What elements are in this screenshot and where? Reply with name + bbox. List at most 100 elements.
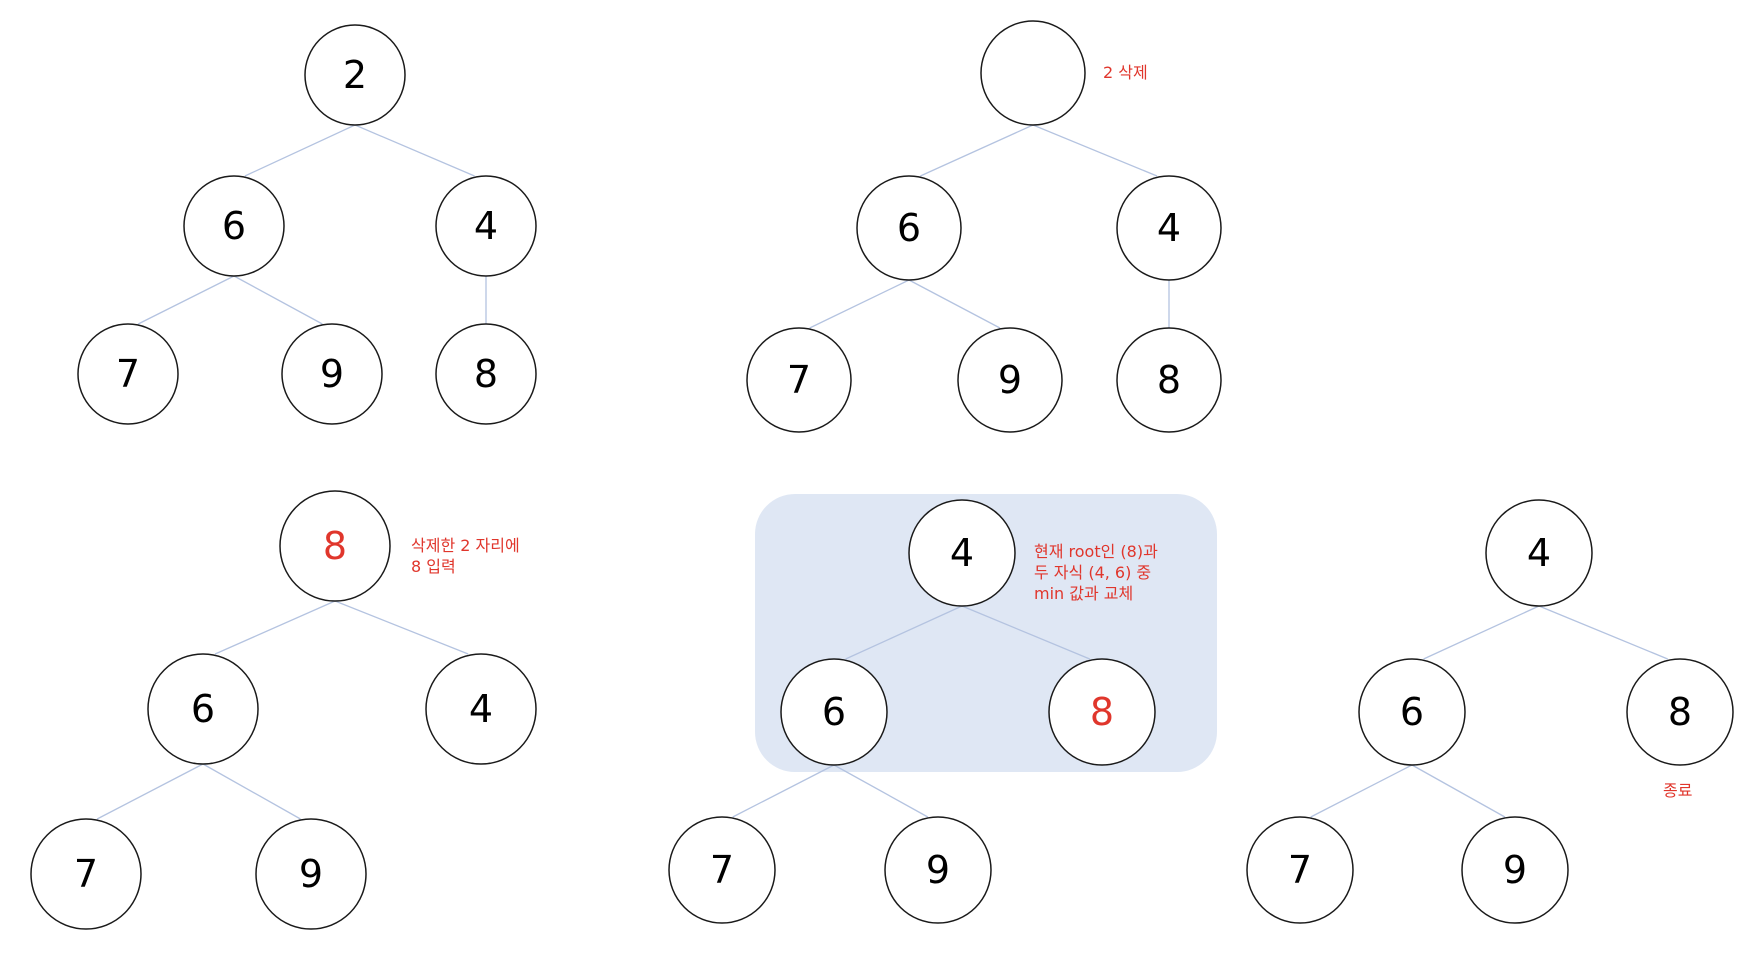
tree-node: 8 (1626, 658, 1734, 766)
note-insert-last-line-1: 삭제한 2 자리에 (411, 536, 520, 555)
tree-edge (334, 600, 469, 655)
tree-node: 4 (435, 175, 537, 277)
tree-node: 6 (856, 175, 962, 281)
node-circle (746, 327, 852, 433)
tree-edge (1538, 605, 1668, 660)
node-value: 4 (950, 531, 974, 575)
tree-node: 4 (425, 653, 537, 765)
note-swap-min-line-2: 두 자식 (4, 6) 중 (1034, 563, 1151, 582)
tree-node: 8 (1116, 327, 1222, 433)
tree-node: 4 (908, 499, 1016, 607)
node-circle (30, 818, 142, 930)
tree-node: 9 (255, 818, 367, 930)
node-value: 9 (299, 852, 323, 896)
tree-edge (233, 275, 323, 325)
node-value: 8 (1090, 690, 1114, 734)
tree-edge (214, 600, 336, 655)
tree-node: 4 (1485, 499, 1593, 607)
node-value: 6 (897, 206, 921, 250)
tree-node: 8 (435, 323, 537, 425)
node-circle (1116, 327, 1222, 433)
node-circle (1116, 175, 1222, 281)
note-swap-min: 현재 root인 (8)과 두 자식 (4, 6) 중 min 값과 교체 (1034, 542, 1163, 603)
node-circle (668, 816, 776, 924)
note-swap-min-line-3: min 값과 교체 (1034, 584, 1133, 603)
tree-node (980, 20, 1086, 126)
tree-edge (137, 275, 235, 325)
node-value: 4 (474, 204, 498, 248)
tree-edge (96, 763, 204, 820)
node-circle (425, 653, 537, 765)
tree-swapped: 4 6 8 7 9 (668, 499, 1156, 924)
node-value: 9 (998, 358, 1022, 402)
node-value: 7 (74, 852, 98, 896)
node-circle (780, 658, 888, 766)
node-value: 7 (116, 352, 140, 396)
node-circle (1048, 658, 1156, 766)
node-circle (1461, 816, 1569, 924)
note-swap-min-line-1: 현재 root인 (8)과 (1034, 542, 1158, 561)
node-circle (183, 175, 285, 277)
tree-node: 6 (780, 658, 888, 766)
tree-node: 7 (77, 323, 179, 425)
node-value: 9 (1503, 848, 1527, 892)
node-circle (1626, 658, 1734, 766)
tree-last-moved-to-root: 8 6 4 7 9 (30, 490, 537, 930)
node-value: 8 (474, 352, 498, 396)
node-value: 8 (323, 524, 347, 568)
tree-node: 7 (30, 818, 142, 930)
tree-node: 8 (1048, 658, 1156, 766)
tree-edge (809, 279, 910, 329)
node-value: 9 (320, 352, 344, 396)
tree-node: 8 (279, 490, 391, 602)
note-finish: 종료 (1663, 781, 1692, 800)
tree-edge (833, 764, 929, 818)
note-insert-last: 삭제한 2 자리에 8 입력 (411, 536, 525, 576)
tree-node: 6 (1358, 658, 1466, 766)
node-value: 4 (1527, 531, 1551, 575)
node-value: 6 (822, 690, 846, 734)
tree-edge (244, 124, 356, 177)
tree-root-deleted: 6 4 7 9 8 (746, 20, 1222, 433)
tree-node: 9 (957, 327, 1063, 433)
node-value: 8 (1668, 690, 1692, 734)
node-circle (856, 175, 962, 281)
tree-edge (845, 605, 963, 660)
tree-node: 9 (884, 816, 992, 924)
tree-node: 7 (668, 816, 776, 924)
node-value: 4 (469, 687, 493, 731)
tree-edge (1032, 124, 1158, 177)
node-value: 8 (1157, 358, 1181, 402)
node-value: 9 (926, 848, 950, 892)
tree-node: 4 (1116, 175, 1222, 281)
node-circle (1358, 658, 1466, 766)
node-circle (435, 175, 537, 277)
node-value: 6 (191, 687, 215, 731)
node-circle (255, 818, 367, 930)
node-circle (147, 653, 259, 765)
node-circle (279, 490, 391, 602)
tree-edge (354, 124, 475, 177)
tree-edge (908, 279, 1001, 329)
tree-node: 7 (746, 327, 852, 433)
node-circle (304, 24, 406, 126)
tree-edge (1423, 605, 1540, 660)
node-circle (1485, 499, 1593, 607)
tree-node: 6 (147, 653, 259, 765)
tree-node: 2 (304, 24, 406, 126)
node-value: 7 (1288, 848, 1312, 892)
tree-edge (1310, 764, 1413, 818)
node-circle (1246, 816, 1354, 924)
node-value: 2 (343, 53, 367, 97)
tree-edge (961, 605, 1090, 660)
tree-edge (202, 763, 301, 820)
node-circle (957, 327, 1063, 433)
tree-node: 9 (1461, 816, 1569, 924)
tree-final: 4 6 8 7 9 (1246, 499, 1734, 924)
tree-node: 7 (1246, 816, 1354, 924)
node-value: 4 (1157, 206, 1181, 250)
tree-edge (920, 124, 1034, 177)
node-value: 6 (1400, 690, 1424, 734)
notes-layer: 2 삭제 삭제한 2 자리에 8 입력 현재 root인 (8)과 두 자식 (… (411, 63, 1692, 800)
